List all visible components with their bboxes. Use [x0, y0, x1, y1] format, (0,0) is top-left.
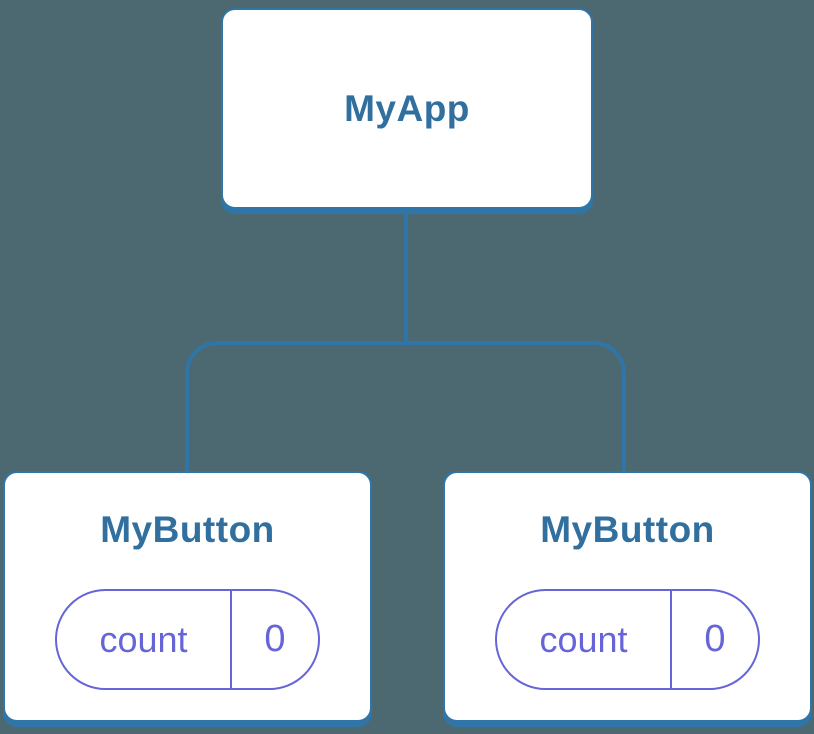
connector-stem	[404, 213, 408, 343]
state-pill: count 0	[55, 589, 320, 690]
root-node-myapp: MyApp	[221, 8, 593, 209]
state-pill: count 0	[495, 589, 760, 690]
child-node-mybutton-right: MyButton count 0	[443, 471, 812, 722]
connector-bracket	[185, 341, 626, 471]
child-node-label: MyButton	[540, 509, 715, 550]
state-key-label: count	[497, 591, 672, 688]
state-key-label: count	[57, 591, 232, 688]
state-value: 0	[264, 618, 286, 660]
child-node-mybutton-left: MyButton count 0	[3, 471, 372, 722]
root-node-label: MyApp	[344, 87, 470, 129]
state-value: 0	[704, 618, 726, 660]
child-node-label: MyButton	[100, 509, 275, 550]
